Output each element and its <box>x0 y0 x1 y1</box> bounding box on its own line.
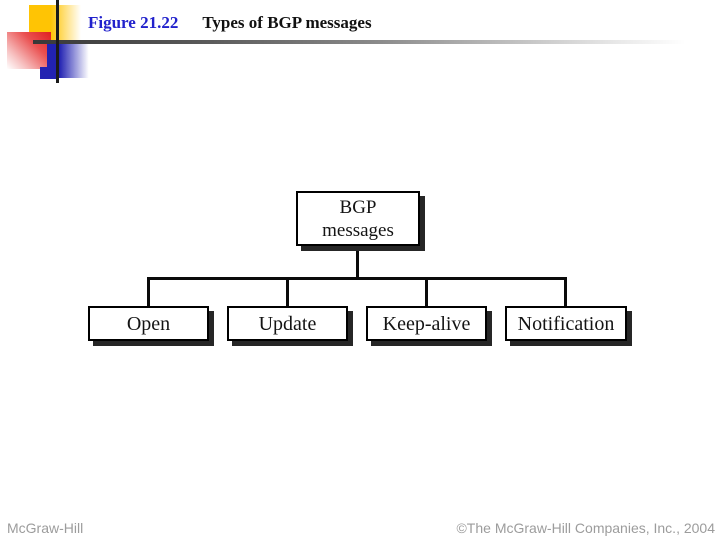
open-box: Open <box>88 306 209 341</box>
update-label: Update <box>258 312 317 335</box>
logo-red-square <box>7 32 51 69</box>
bgp-messages-line2: messages <box>322 219 394 241</box>
logo-blue-notch <box>40 67 58 79</box>
figure-label: Figure 21.22 <box>88 13 179 32</box>
update-box: Update <box>227 306 348 341</box>
connector-horizontal-bar <box>147 277 567 280</box>
logo-vertical-line <box>56 0 59 83</box>
connector-root-stub <box>356 246 359 280</box>
footer-publisher: McGraw-Hill <box>7 520 84 536</box>
connector-stub-update <box>286 279 289 306</box>
keep-alive-label: Keep-alive <box>382 312 471 335</box>
bgp-messages-box: BGP messages <box>296 191 420 246</box>
connector-stub-open <box>147 279 150 306</box>
connector-stub-notification <box>564 279 567 306</box>
bgp-messages-line1: BGP <box>339 196 377 218</box>
keep-alive-box: Keep-alive <box>366 306 487 341</box>
connector-stub-keep-alive <box>425 279 428 306</box>
slide-title: Types of BGP messages <box>202 13 372 32</box>
notification-box: Notification <box>505 306 627 341</box>
open-label: Open <box>126 312 171 335</box>
header: Figure 21.22 Types of BGP messages <box>88 13 372 35</box>
notification-label: Notification <box>517 312 615 335</box>
header-rule <box>33 40 720 44</box>
footer-copyright: ©The McGraw-Hill Companies, Inc., 2004 <box>456 520 715 536</box>
